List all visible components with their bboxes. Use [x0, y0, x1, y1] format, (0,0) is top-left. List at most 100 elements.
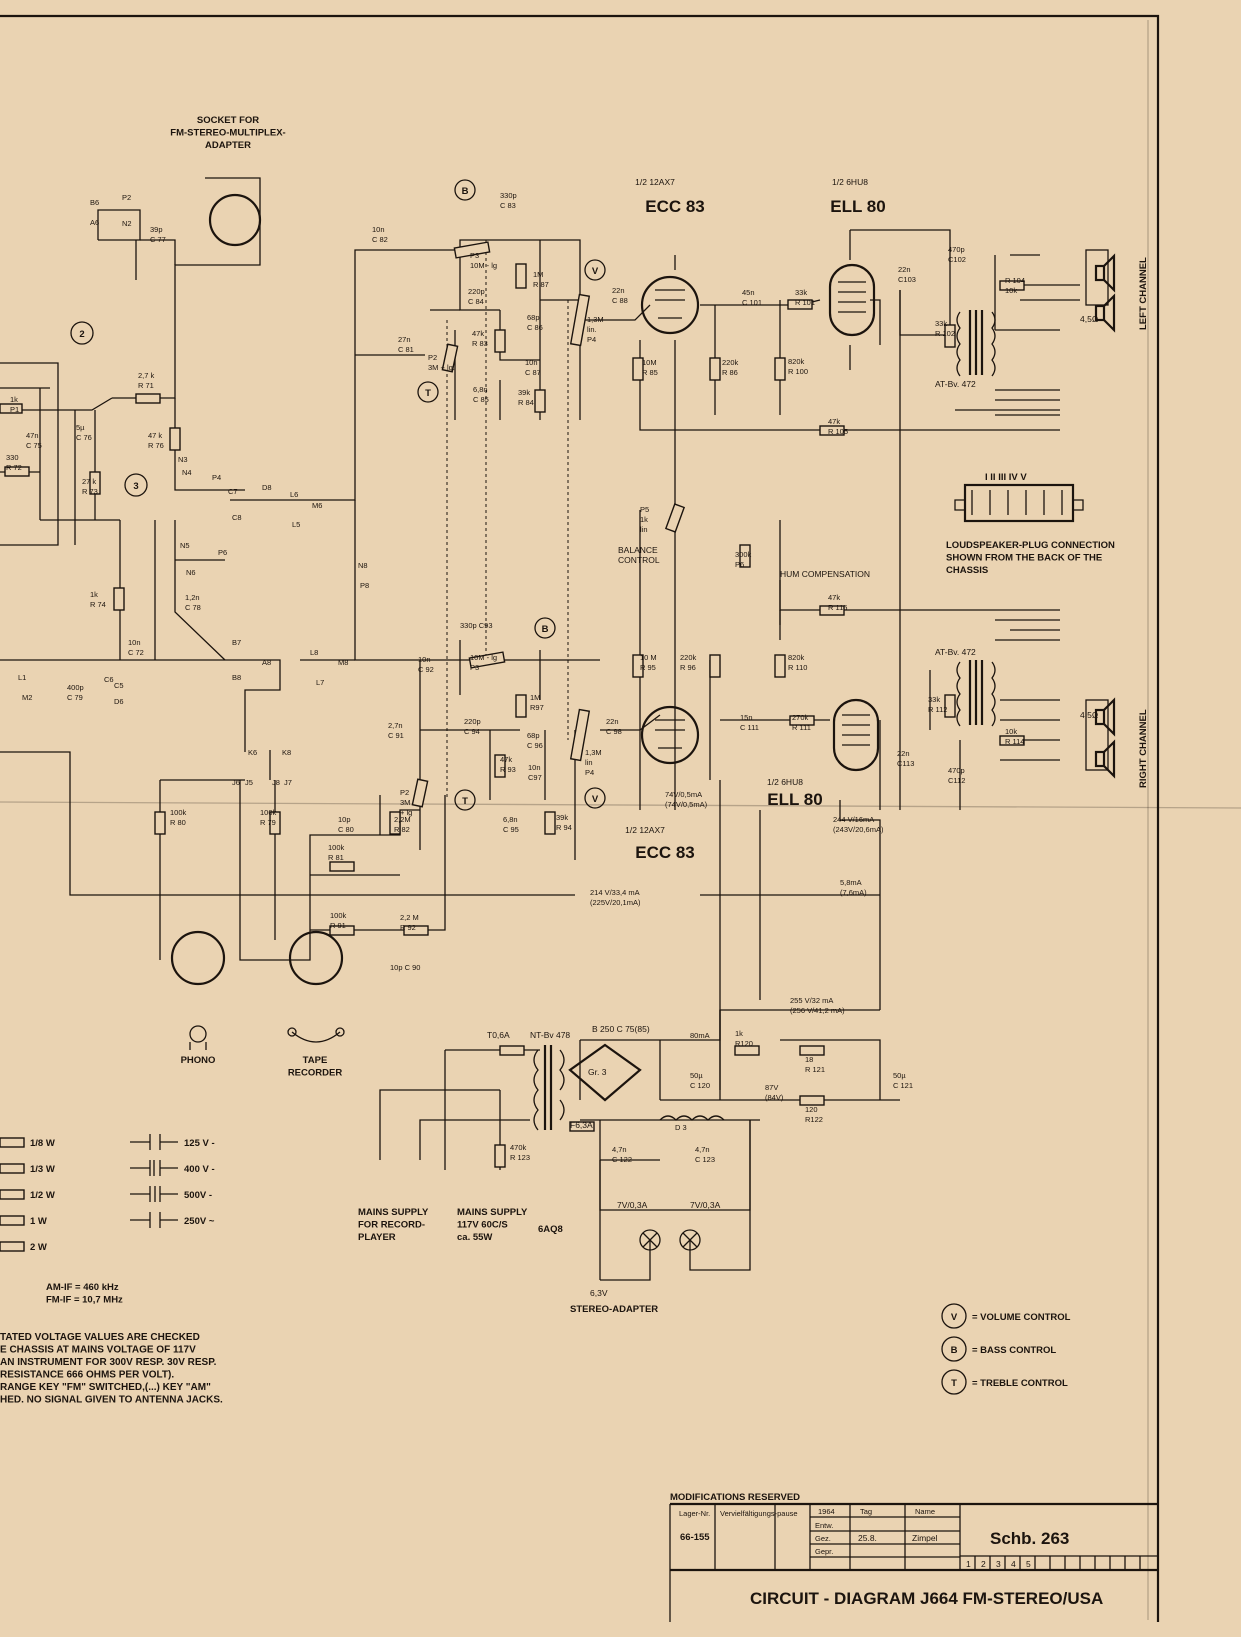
schb-number: Schb. 263 — [990, 1529, 1069, 1548]
legend-wattage-5: 2 W — [30, 1242, 47, 1253]
component-c80-line-2: C 80 — [338, 825, 354, 834]
marker-treble-bot-circle — [454, 789, 476, 811]
component-c122-line-1: 4,7n — [612, 1145, 627, 1154]
socket-adapter-label-line-1: SOCKET FOR — [197, 115, 259, 126]
component-r101-line-2: R 101 — [795, 298, 815, 307]
component-r114-line-2: R 114 — [1005, 737, 1024, 746]
component-r115-line-1: 47k — [828, 593, 840, 602]
switch-j8: J8 — [272, 778, 280, 787]
component-r79-line-2: R 79 — [260, 818, 276, 827]
component-r100-line-2: R 100 — [788, 367, 808, 376]
component-c103-line-1: 22n — [898, 265, 911, 274]
legend-control-v-circle — [941, 1303, 967, 1329]
switch-n2: N2 — [122, 219, 132, 228]
marker-volume-bot: V — [592, 794, 599, 805]
component-r92-line-2: R 92 — [400, 923, 416, 932]
measure-1-line-2: (74V/0,5mA) — [665, 800, 708, 809]
wiring — [0, 177, 1080, 1281]
component-r74-line-1: 1k — [90, 590, 98, 599]
switch-b6: B6 — [90, 198, 99, 207]
marker-treble-top: T — [425, 388, 431, 399]
legend-wattage-1: 1/8 W — [30, 1138, 55, 1149]
component-r114-line-1: 10k — [1005, 727, 1017, 736]
balance-control-label-line-1: BALANCE — [618, 545, 658, 555]
sheet-border — [0, 14, 1160, 1622]
component-r111-line-2: R 111 — [792, 723, 811, 732]
transformer-bot-label: AT-Bv. 472 — [935, 647, 976, 657]
component-r122-line-1: 120 — [805, 1105, 818, 1114]
component-r92-line-1: 2,2 M — [400, 913, 419, 922]
modifications-reserved: MODIFICATIONS RESERVED — [670, 1492, 800, 1503]
socket-adapter-label-line-2: FM-STEREO-MULTIPLEX- — [170, 128, 285, 139]
switch-l1: L1 — [18, 673, 26, 682]
legend-control-text-v: = VOLUME CONTROL — [972, 1312, 1071, 1323]
component-r112-line-1: 33k — [928, 695, 940, 704]
marker-3: 3 — [133, 481, 138, 492]
component-p3-line-1: P3 — [470, 251, 479, 260]
component-p4b-line-3: P4 — [585, 768, 594, 777]
sheet-number-1: 1 — [966, 1559, 971, 1569]
component-p4-line-3: P4 — [587, 335, 596, 344]
title-signature: Zimpel — [912, 1533, 938, 1543]
component-c87-line-1: 10n — [525, 358, 538, 367]
component-c120-line-1: 50µ — [690, 1071, 703, 1080]
component-c113-line-2: C113 — [897, 759, 914, 768]
mains-record-label-line-2: FOR RECORD- — [358, 1220, 425, 1231]
component-c123-line-2: C 123 — [695, 1155, 715, 1164]
switch-l6: L6 — [290, 490, 298, 499]
component-c98-line-1: 22n — [606, 717, 619, 726]
tape-recorder-label-line-2: RECORDER — [288, 1068, 343, 1079]
sheet-number-5: 5 — [1026, 1559, 1031, 1569]
component-r102-line-2: R 102 — [935, 329, 955, 338]
component-p5-line-2: 1k — [640, 515, 648, 524]
component-r74-line-2: R 74 — [90, 600, 106, 609]
component-c75-line-1: 47n — [26, 431, 39, 440]
lamp-1-label: 7V/0,3A — [617, 1200, 648, 1210]
component-d3-line-1: D 3 — [675, 1123, 687, 1132]
component-r96-line-2: R 96 — [680, 663, 696, 672]
tape-socket-outline — [288, 930, 344, 986]
marker-2-circle — [70, 321, 94, 345]
component-c96-line-1: 68p — [527, 731, 540, 740]
component-p5-line-3: lin — [640, 525, 648, 534]
legend-control-t-circle — [941, 1369, 967, 1395]
component-c102-line-1: 470p — [948, 245, 965, 254]
measure-7-line-1: 87V — [765, 1083, 778, 1092]
component-p2-line-1: P2 — [428, 353, 437, 362]
component-c102-line-2: C102 — [948, 255, 966, 264]
legend-voltage-1: 125 V - — [184, 1138, 215, 1149]
component-r100-line-1: 820k — [788, 357, 805, 366]
component-r96-line-1: 220k — [680, 653, 697, 662]
component-r105-line-1: 47k — [828, 417, 840, 426]
component-r83-line-2: R 83 — [472, 339, 488, 348]
switch-n3: N3 — [178, 455, 188, 464]
component-r76-line-1: 47 k — [148, 431, 162, 440]
component-c84-line-1: 220p — [468, 287, 485, 296]
component-c112-line-1: 470p — [948, 766, 965, 775]
component-r95-line-2: R 95 — [640, 663, 656, 672]
component-p3b-line-1: 10M - lg — [470, 653, 497, 662]
component-c101-line-1: 45n — [742, 288, 755, 297]
component-p1-line-1: 1k — [10, 395, 18, 404]
bridge-rectifier — [568, 1043, 642, 1102]
component-r101-line-1: 33k — [795, 288, 807, 297]
title-date: 25.8. — [858, 1533, 877, 1543]
component-r79-line-1: 100k — [260, 808, 277, 817]
tube-bot-2-name: ELL 80 — [767, 790, 822, 809]
marker-bass-bot: B — [542, 624, 549, 635]
switch-c5: C5 — [114, 681, 124, 690]
adapter-socket-outline — [208, 193, 262, 247]
measure-1-line-1: 74V/0,5mA — [665, 790, 702, 799]
component-r72-line-2: R 72 — [6, 463, 22, 472]
component-r80-line-1: 100k — [170, 808, 187, 817]
component-c97-line-1: 10n — [528, 763, 541, 772]
mains-transformer-label: NT-Bv 478 — [530, 1030, 570, 1040]
switch-k6: K6 — [248, 748, 257, 757]
marker-volume-top-circle — [584, 259, 606, 281]
switch-d6: D6 — [114, 697, 124, 706]
mains-supply-label-line-3: ca. 55W — [457, 1232, 492, 1243]
fuse-2-label: F6,3A — [570, 1120, 593, 1130]
tube-ecc83-bot-envelope — [640, 705, 700, 765]
marker-bass-top-circle — [454, 179, 476, 201]
phono-label: PHONO — [181, 1055, 216, 1066]
